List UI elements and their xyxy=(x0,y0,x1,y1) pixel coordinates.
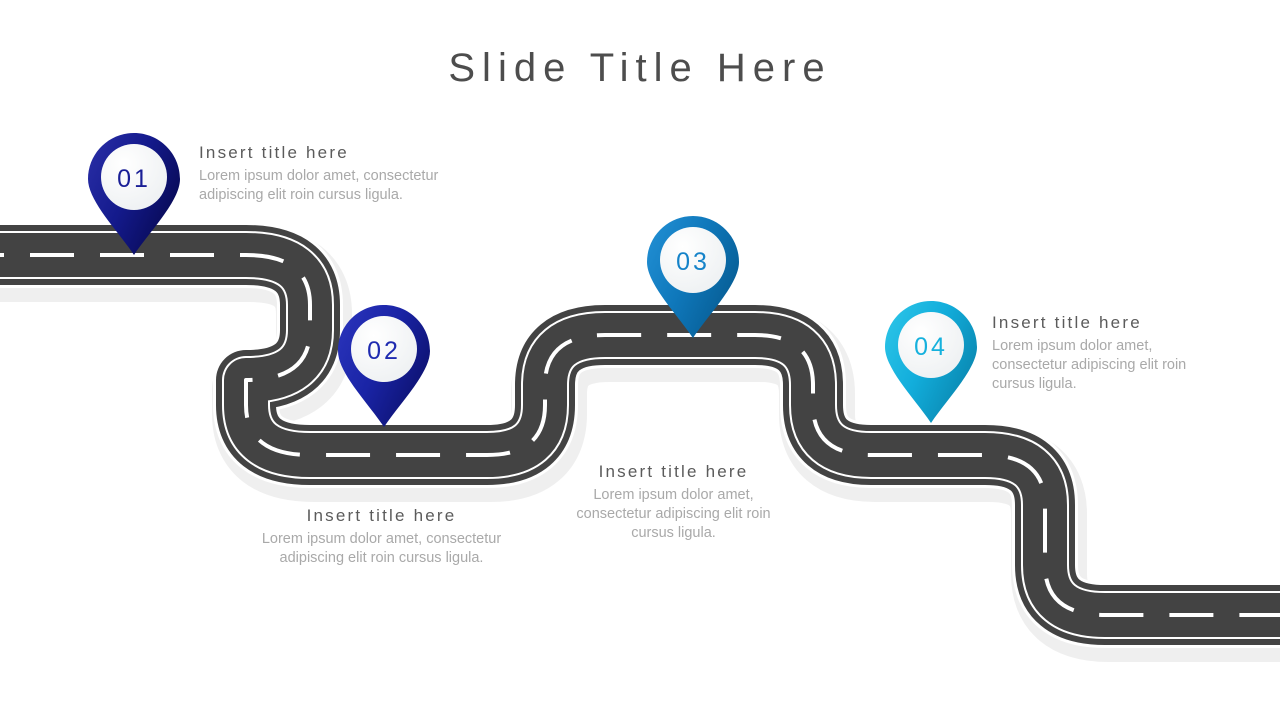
page-title: Slide Title Here xyxy=(448,46,832,90)
milestone-title-04: Insert title here xyxy=(992,313,1142,332)
milestone-pin-01[interactable]: 01 xyxy=(88,133,180,255)
milestone-body-04: Lorem ipsum dolor amet, consectetur adip… xyxy=(992,338,1187,392)
milestone-pin-02[interactable]: 02 xyxy=(338,305,430,427)
milestone-body-02: Lorem ipsum dolor amet, consectetur adip… xyxy=(261,531,502,566)
road-outer-border xyxy=(0,255,1280,615)
milestone-text-02: Insert title here Lorem ipsum dolor amet… xyxy=(234,506,529,568)
road-edge-stripe-outer xyxy=(0,255,1280,615)
road-center-dashes xyxy=(0,253,1280,617)
milestone-text-04: Insert title here Lorem ipsum dolor amet… xyxy=(992,313,1187,394)
road-asphalt xyxy=(0,255,1280,615)
milestone-text-03: Insert title here Lorem ipsum dolor amet… xyxy=(566,462,781,543)
milestone-title-01: Insert title here xyxy=(199,143,349,162)
milestone-pin-03[interactable]: 03 xyxy=(647,216,739,338)
milestone-title-02: Insert title here xyxy=(306,506,457,525)
milestone-pin-04[interactable]: 04 xyxy=(885,301,977,423)
milestone-body-03: Lorem ipsum dolor amet, consectetur adip… xyxy=(576,487,771,541)
pin-circle-04 xyxy=(898,312,964,378)
pin-circle-03 xyxy=(660,227,726,293)
road-inner-asphalt xyxy=(0,255,1280,615)
pin-circle-02 xyxy=(351,316,417,382)
milestone-title-03: Insert title here xyxy=(598,462,749,481)
pin-circle-01 xyxy=(101,144,167,210)
milestone-text-01: Insert title here Lorem ipsum dolor amet… xyxy=(199,143,499,205)
milestone-body-01: Lorem ipsum dolor amet, consectetur adip… xyxy=(199,168,439,203)
